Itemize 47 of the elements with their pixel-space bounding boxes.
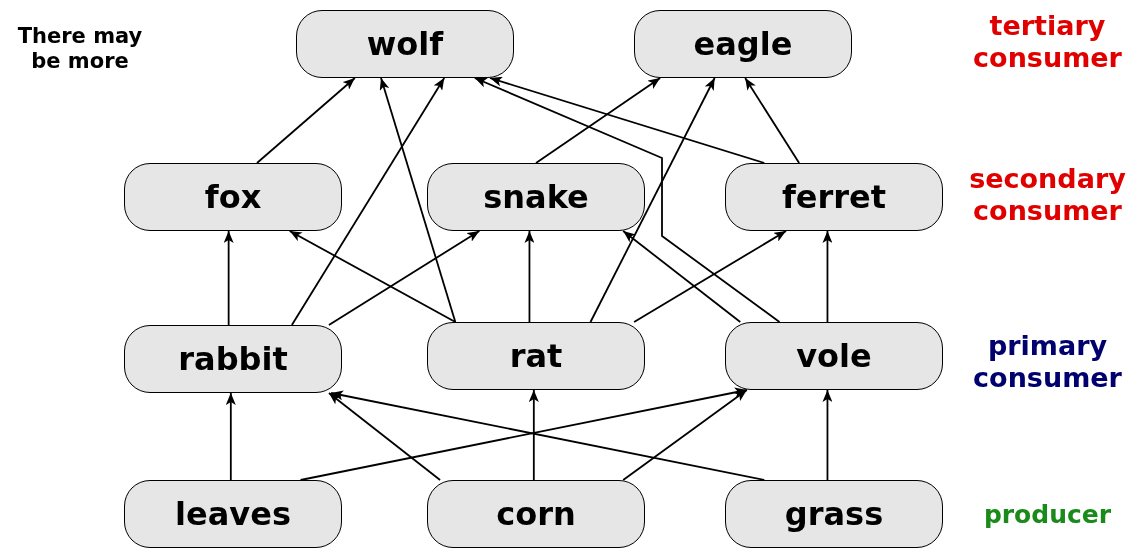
node-label: fox [204,178,262,216]
level-label: primary consumer [972,330,1123,395]
node-label: wolf [366,25,444,63]
rounded-box [427,480,645,548]
arrow [328,230,481,326]
node-label: snake [483,178,589,216]
level-label: secondary consumer [968,163,1127,228]
arrow [528,389,539,481]
arrow [622,230,742,323]
node-label: corn [496,495,576,533]
arrow [822,230,833,323]
arrow [225,392,236,481]
arrow [288,230,457,323]
arrow [535,77,662,164]
rounded-box [296,10,514,78]
arrow [589,77,716,323]
rounded-box [634,10,852,78]
arrow [633,230,787,323]
arrow [223,230,234,326]
arrow [622,389,748,481]
node-label: ferret [781,178,887,216]
rounded-box [124,163,342,231]
node-label: eagle [693,25,793,63]
rounded-box [124,480,342,548]
rounded-box [427,163,645,231]
rounded-box [427,322,645,390]
note: There may be more [16,24,144,75]
level-label: tertiary consumer [972,10,1123,75]
arrow [256,77,356,164]
rounded-box [124,325,342,393]
arrow [379,77,457,323]
arrow [473,77,781,323]
node-label: vole [796,337,872,375]
node-label: rat [509,337,563,375]
rounded-box [725,163,943,231]
rounded-box [725,480,943,548]
arrow [290,77,446,326]
level-label: producer [982,500,1113,530]
arrow [744,77,800,164]
node-label: leaves [175,495,291,533]
node-label: rabbit [178,340,288,378]
arrow [328,392,441,481]
arrow [822,389,833,481]
rounded-box [725,322,943,390]
node-label: grass [784,495,884,533]
arrow [524,230,535,323]
arrow [489,76,766,164]
